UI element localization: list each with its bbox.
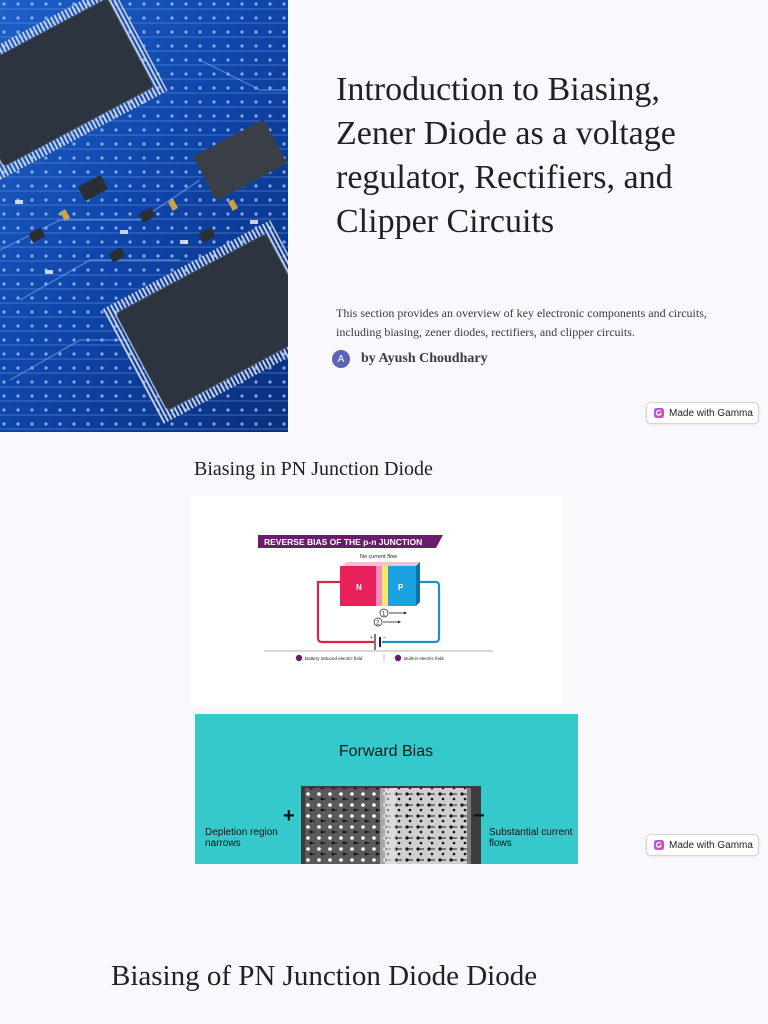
made-with-gamma-button[interactable]: Made with Gamma	[646, 402, 759, 424]
hero-description: This section provides an overview of key…	[336, 306, 707, 339]
reverse-bias-diagram: REVERSE BIAS OF THE p-n JUNCTION No curr…	[190, 496, 563, 706]
current-label-line2: flows	[489, 838, 512, 849]
section-heading-biasing: Biasing in PN Junction Diode	[194, 458, 433, 480]
no-current-label: No current flow	[360, 554, 397, 560]
gamma-logo-icon	[654, 408, 664, 418]
forward-bias-title: Forward Bias	[339, 743, 433, 760]
current-label-line1: Substantial current	[489, 827, 573, 838]
marker-1: 1	[382, 612, 386, 618]
page-title: Introduction to Biasing, Zener Diode as …	[336, 71, 676, 240]
depletion-label-line2: narrows	[205, 838, 241, 849]
gamma-badge-label: Made with Gamma	[669, 407, 753, 419]
legend-builtin-field: Built-in electric field	[404, 656, 444, 661]
depletion-label-line1: Depletion region	[205, 827, 278, 838]
legend-battery-field: Battery induced electric field	[305, 656, 363, 661]
author-name: by Ayush Choudhary	[361, 351, 488, 366]
author-byline: A by Ayush Choudhary	[332, 350, 488, 368]
marker-2: 2	[376, 621, 380, 627]
n-region-label: N	[356, 583, 362, 592]
gamma-logo-icon	[654, 840, 664, 850]
made-with-gamma-button-2[interactable]: Made with Gamma	[646, 834, 759, 856]
positive-terminal: +	[283, 805, 295, 827]
reverse-bias-title: REVERSE BIAS OF THE p-n JUNCTION	[264, 537, 422, 547]
forward-bias-diagram: Forward Bias + − Depletion region narrow…	[195, 714, 578, 864]
p-region-label: P	[398, 583, 404, 592]
svg-text:+: +	[370, 635, 373, 641]
avatar: A	[332, 350, 350, 368]
negative-terminal: −	[473, 805, 485, 827]
gamma-badge-label: Made with Gamma	[669, 839, 753, 851]
svg-text:−: −	[383, 635, 386, 641]
section-heading-biasing-diode: Biasing of PN Junction Diode Diode	[111, 960, 538, 992]
hero-circuit-board-image	[0, 0, 288, 432]
